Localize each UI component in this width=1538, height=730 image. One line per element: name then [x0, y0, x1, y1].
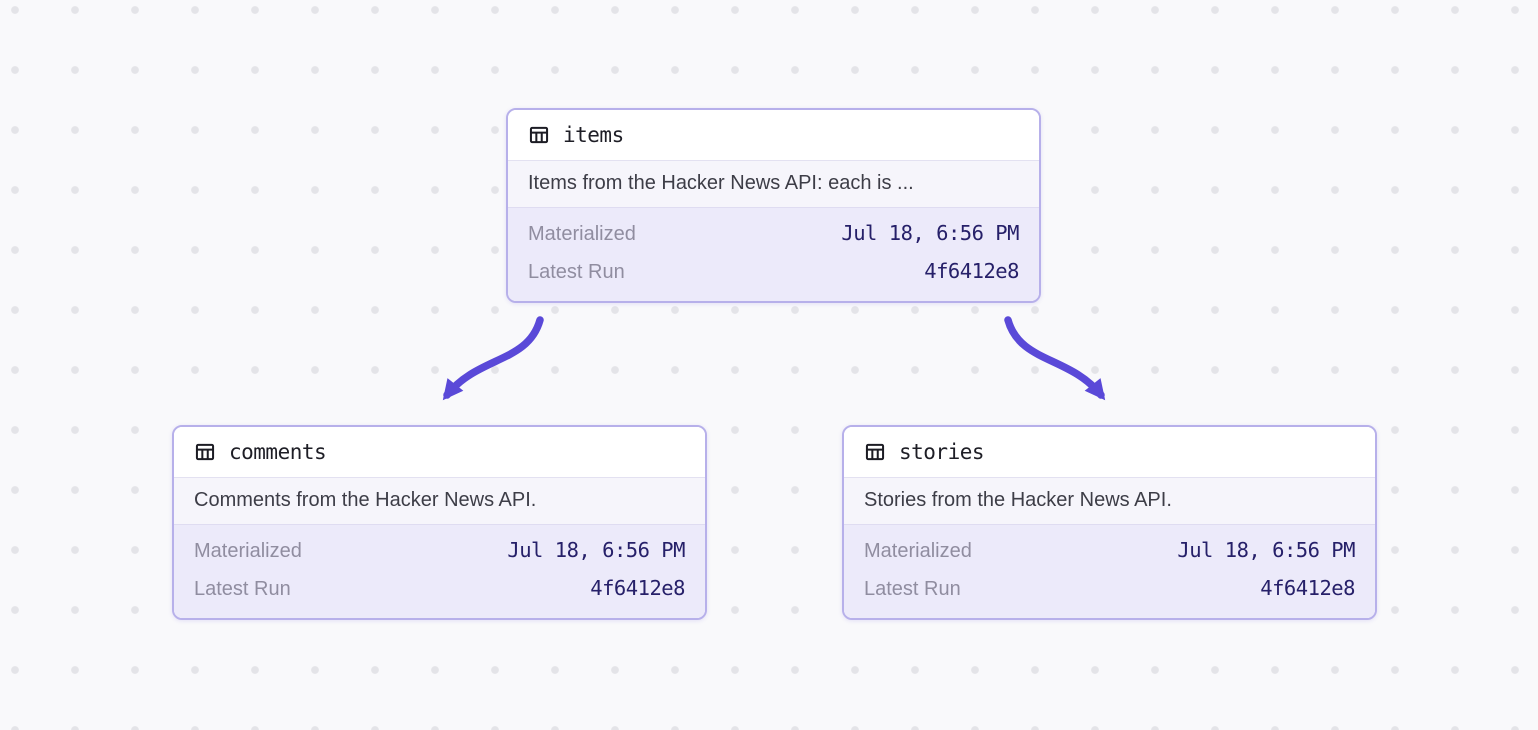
stat-label-latest-run: Latest Run	[194, 578, 291, 600]
stat-row-latest-run: Latest Run 4f6412e8	[528, 259, 1019, 284]
stat-label-materialized: Materialized	[864, 540, 972, 562]
stat-label-materialized: Materialized	[194, 540, 302, 562]
table-icon	[194, 441, 216, 463]
stat-row-latest-run: Latest Run 4f6412e8	[194, 576, 685, 601]
asset-node-items[interactable]: items Items from the Hacker News API: ea…	[506, 108, 1041, 303]
table-icon	[864, 441, 886, 463]
stat-value-latest-run[interactable]: 4f6412e8	[590, 576, 685, 600]
asset-node-header: comments	[174, 427, 705, 477]
edge-items-stories	[1004, 316, 1106, 401]
asset-stats: Materialized Jul 18, 6:56 PM Latest Run …	[844, 525, 1375, 618]
stat-value-materialized[interactable]: Jul 18, 6:56 PM	[841, 221, 1019, 245]
asset-description: Items from the Hacker News API: each is …	[508, 160, 1039, 208]
asset-name: comments	[229, 440, 327, 464]
stat-value-latest-run[interactable]: 4f6412e8	[924, 259, 1019, 283]
asset-node-comments[interactable]: comments Comments from the Hacker News A…	[172, 425, 707, 620]
stat-value-latest-run[interactable]: 4f6412e8	[1260, 576, 1355, 600]
asset-node-header: items	[508, 110, 1039, 160]
stat-row-materialized: Materialized Jul 18, 6:56 PM	[194, 538, 685, 563]
table-icon	[528, 124, 550, 146]
stat-row-materialized: Materialized Jul 18, 6:56 PM	[864, 538, 1355, 563]
stat-row-materialized: Materialized Jul 18, 6:56 PM	[528, 221, 1019, 246]
stat-value-materialized[interactable]: Jul 18, 6:56 PM	[1177, 538, 1355, 562]
stat-label-latest-run: Latest Run	[864, 578, 961, 600]
asset-description: Comments from the Hacker News API.	[174, 477, 705, 525]
asset-node-header: stories	[844, 427, 1375, 477]
stat-label-latest-run: Latest Run	[528, 261, 625, 283]
asset-name: items	[563, 123, 624, 147]
edge-items-comments	[442, 316, 544, 401]
asset-node-stories[interactable]: stories Stories from the Hacker News API…	[842, 425, 1377, 620]
asset-stats: Materialized Jul 18, 6:56 PM Latest Run …	[508, 208, 1039, 301]
stat-label-materialized: Materialized	[528, 223, 636, 245]
stat-row-latest-run: Latest Run 4f6412e8	[864, 576, 1355, 601]
asset-name: stories	[899, 440, 985, 464]
stat-value-materialized[interactable]: Jul 18, 6:56 PM	[507, 538, 685, 562]
asset-description: Stories from the Hacker News API.	[844, 477, 1375, 525]
asset-stats: Materialized Jul 18, 6:56 PM Latest Run …	[174, 525, 705, 618]
